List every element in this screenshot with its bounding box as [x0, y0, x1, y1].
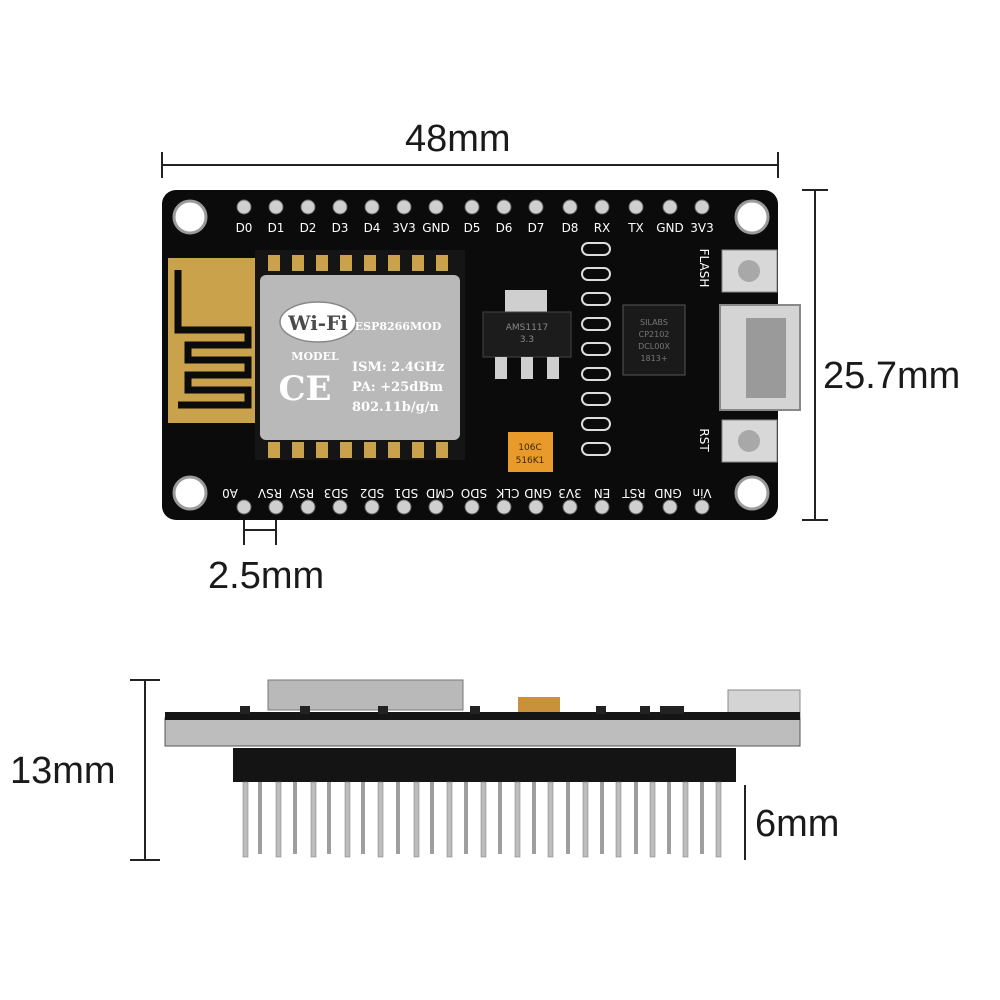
height-dimension-line — [802, 189, 828, 521]
usb-chip-text-3: DCL00X — [638, 342, 670, 351]
top-pin-label: GND — [656, 221, 684, 235]
top-pin-label: 3V3 — [392, 221, 415, 235]
side-view-board — [164, 679, 801, 747]
top-pin-label: D6 — [496, 221, 513, 235]
bottom-pin-label: SD3 — [324, 486, 349, 500]
bottom-pin-label: A0 — [222, 486, 238, 500]
module-model-label: MODEL — [291, 350, 339, 363]
bottom-pin-label: CMD — [426, 486, 454, 500]
pcb-antenna — [168, 258, 260, 423]
module-pa: PA: +25dBm — [352, 380, 443, 395]
bottom-pin-labels: A0 RSV RSV SD3 SD2 SD1 CMD SDO CLK GND 3… — [222, 486, 711, 500]
bottom-pin-label: Vin — [693, 486, 712, 500]
top-pin-label: D8 — [562, 221, 579, 235]
pin-header-plastic — [233, 748, 736, 782]
pin-length-label: 6mm — [755, 803, 840, 845]
mounting-holes — [172, 199, 770, 511]
flash-button[interactable] — [721, 249, 778, 293]
top-pin-labels: D0 D1 D2 D3 D4 3V3 GND D5 D6 D7 D8 RX TX… — [236, 221, 714, 235]
usb-chip-text-4: 1813+ — [640, 354, 667, 363]
ce-mark: CE — [279, 369, 332, 409]
bottom-pin-label: GND — [524, 486, 552, 500]
top-pin-label: D0 — [236, 221, 253, 235]
top-pin-label: D4 — [364, 221, 381, 235]
top-pin-label: D7 — [528, 221, 545, 235]
regulator-text-1: AMS1117 — [506, 323, 549, 333]
header-pins-side-back — [258, 782, 704, 854]
pad-column — [581, 242, 611, 456]
bottom-pin-label: SDO — [461, 486, 487, 500]
esp-module — [255, 250, 465, 460]
width-label: 48mm — [405, 118, 511, 160]
bottom-pin-label: 3V3 — [558, 486, 581, 500]
top-pin-label: D5 — [464, 221, 481, 235]
top-pin-label: 3V3 — [690, 221, 713, 235]
regulator-text-2: 3.3 — [520, 335, 534, 345]
top-pin-label: GND — [422, 221, 450, 235]
bottom-pin-label: RST — [622, 486, 646, 500]
rst-button-label: RST — [697, 428, 711, 452]
voltage-regulator — [482, 290, 572, 379]
top-header-pins — [236, 199, 710, 215]
capacitor-text-2: 516K1 — [516, 456, 545, 466]
bottom-header-pins — [236, 499, 710, 515]
bottom-pin-label: SD1 — [394, 486, 419, 500]
top-pin-label: D3 — [332, 221, 349, 235]
usb-chip-text-2: CP2102 — [639, 330, 670, 339]
height-label: 25.7mm — [823, 355, 961, 397]
tantalum-capacitor — [508, 432, 553, 472]
top-pin-label: RX — [594, 221, 611, 235]
top-pin-label: D1 — [268, 221, 285, 235]
module-ism: ISM: 2.4GHz — [352, 360, 445, 375]
rst-button[interactable] — [721, 419, 778, 463]
total-height-label: 13mm — [10, 750, 116, 792]
module-standard: 802.11b/g/n — [352, 400, 439, 415]
usb-chip-text-1: SILABS — [640, 318, 668, 327]
bottom-pin-label: RSV — [257, 486, 282, 500]
module-model: ESP8266MOD — [355, 320, 442, 333]
wifi-logo-text: Wi-Fi — [287, 311, 348, 335]
bottom-pin-label: SD2 — [360, 486, 385, 500]
width-dimension-line — [161, 152, 779, 178]
module-pads — [268, 255, 448, 458]
bottom-pin-label: CLK — [495, 486, 519, 500]
total-height-dimension-line — [130, 679, 160, 861]
bottom-pin-label: GND — [654, 486, 682, 500]
top-pin-label: TX — [627, 221, 644, 235]
header-pins-side — [242, 781, 722, 858]
side-view-components — [240, 706, 684, 714]
usb-uart-chip — [622, 304, 686, 376]
bottom-pin-label: RSV — [289, 486, 314, 500]
capacitor-text-1: 106C — [518, 443, 541, 453]
pitch-label: 2.5mm — [208, 555, 325, 597]
flash-button-label: FLASH — [697, 249, 711, 288]
micro-usb-port[interactable] — [719, 304, 801, 411]
bottom-pin-label: EN — [594, 486, 611, 500]
top-pin-label: D2 — [300, 221, 317, 235]
